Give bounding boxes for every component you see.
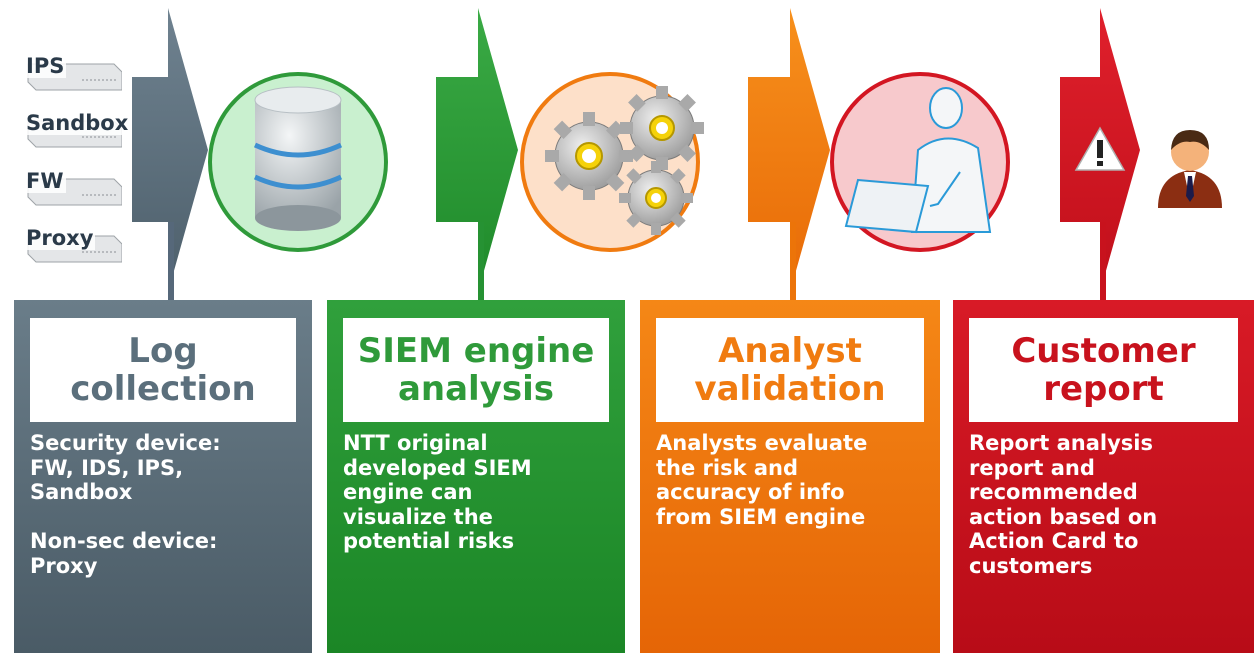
analyst-arrow-stem [790, 222, 796, 300]
device-proxy: Proxy [22, 226, 123, 264]
stage-title: Customer report [1011, 331, 1196, 409]
stage-description: Security device: FW, IDS, IPS, Sandbox N… [30, 431, 221, 578]
stage-siem-engine-analysis: SIEM engine analysis NTT original develo… [327, 300, 625, 653]
siem-arrow [436, 8, 518, 292]
log-arrow-stem [168, 222, 174, 300]
stage-title: Analyst validation [694, 331, 886, 409]
stage-title-box: Customer report [969, 318, 1238, 422]
device-sandbox: Sandbox [22, 111, 131, 149]
gears-icon [545, 86, 704, 235]
stage-title: Log collection [70, 331, 256, 409]
log-arrow [132, 8, 208, 292]
customer-person-icon [1158, 130, 1222, 208]
stage-description: Analysts evaluate the risk and accuracy … [656, 431, 868, 529]
device-label: IPS [24, 54, 67, 78]
stage-description: Report analysis report and recommended a… [969, 431, 1158, 578]
stage-title-box: Log collection [30, 318, 296, 422]
report-arrow-stem [1100, 222, 1106, 300]
device-ips: IPS [22, 54, 123, 92]
analyst-arrow [748, 8, 830, 292]
device-label: Sandbox [24, 111, 131, 135]
database-icon [253, 86, 343, 231]
device-fw: FW [22, 169, 123, 207]
siem-arrow-stem [478, 222, 484, 300]
stage-log-collection: Log collection Security device: FW, IDS,… [14, 300, 312, 653]
device-label: Proxy [24, 226, 96, 250]
stage-description: NTT original developed SIEM engine can v… [343, 431, 532, 553]
device-label: FW [24, 169, 66, 193]
stage-title: SIEM engine analysis [357, 331, 595, 409]
stage-title-box: Analyst validation [656, 318, 924, 422]
stage-analyst-validation: Analyst validation Analysts evaluate the… [640, 300, 940, 653]
stage-title-box: SIEM engine analysis [343, 318, 609, 422]
stage-customer-report: Customer report Report analysis report a… [953, 300, 1254, 653]
warning-icon [1074, 126, 1126, 171]
analyst-at-laptop-icon [844, 87, 992, 234]
